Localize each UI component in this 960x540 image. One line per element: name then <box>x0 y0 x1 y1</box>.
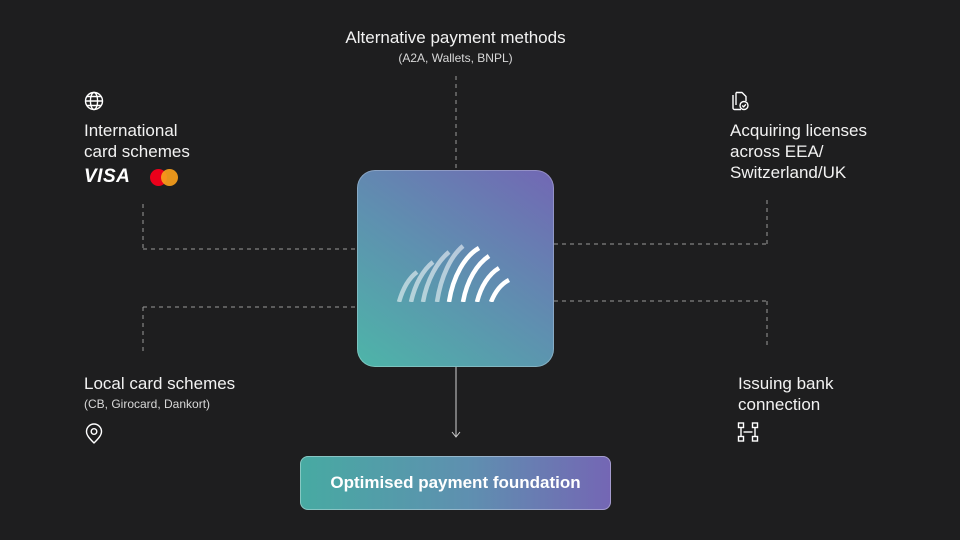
alternative-payments-subtitle: (A2A, Wallets, BNPL) <box>398 51 513 65</box>
acquiring-licenses-title-line2: across EEA/ <box>730 142 824 161</box>
globe-icon <box>83 90 105 112</box>
mastercard-orange-circle <box>161 169 178 186</box>
foundation-label: Optimised payment foundation <box>330 473 581 492</box>
mastercard-logo <box>150 168 180 188</box>
center-logo-card <box>357 170 554 367</box>
arrowhead <box>451 431 461 438</box>
visa-logo: VISA <box>84 166 131 187</box>
foundation-box: Optimised payment foundation <box>300 456 611 510</box>
alternative-payments-title: Alternative payment methods <box>345 28 566 47</box>
acquiring-licenses-title: Acquiring licenses across EEA/ Switzerla… <box>730 120 930 183</box>
local-cards-title: Local card schemes <box>84 374 236 393</box>
local-cards-subtitle: (CB, Girocard, Dankort) <box>84 397 211 411</box>
issuing-bank-title-line1: Issuing bank <box>738 374 834 393</box>
network-icon <box>737 421 759 443</box>
acquiring-licenses-title-line1: Acquiring licenses <box>730 121 868 140</box>
documents-check-icon <box>729 90 751 112</box>
issuing-bank-title: Issuing bank connection <box>738 373 898 415</box>
international-cards-title-line2: card schemes <box>84 142 190 161</box>
acquiring-licenses-title-line3: Switzerland/UK <box>730 163 847 182</box>
international-cards-title: International card schemes <box>84 120 244 162</box>
issuing-bank-title-line2: connection <box>738 395 821 414</box>
location-pin-icon <box>83 423 105 445</box>
international-cards-title-line1: International <box>84 121 178 140</box>
arc-fan-icon <box>396 244 511 302</box>
